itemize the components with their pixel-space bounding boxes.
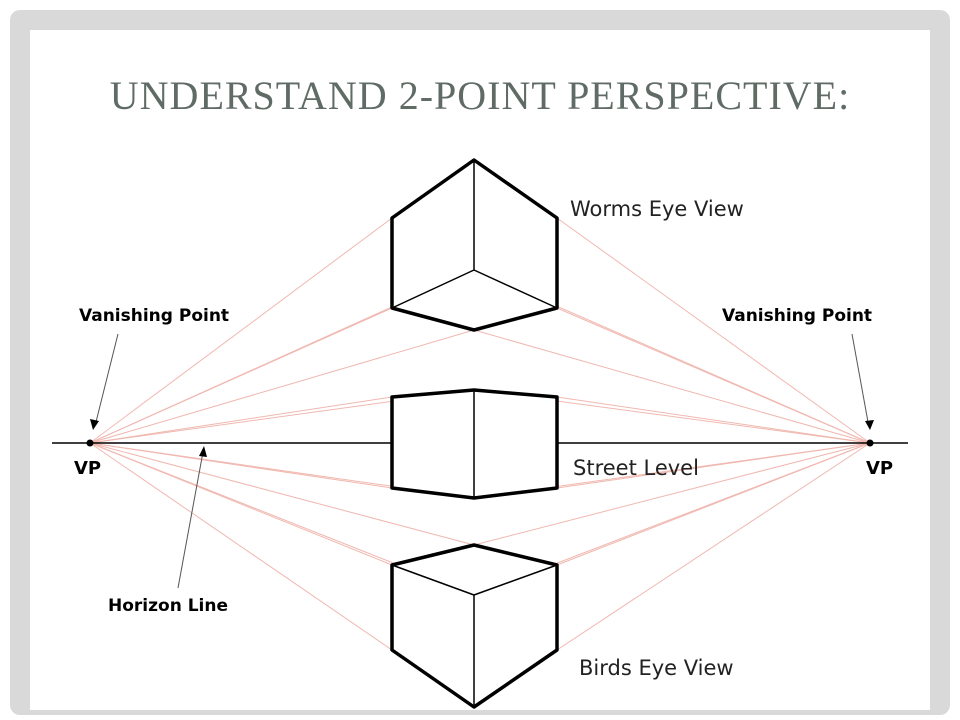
street-level-label: Street Level (573, 456, 699, 480)
vanishing-point-left-label: Vanishing Point (79, 306, 229, 326)
right-vp-arrowhead (865, 420, 874, 430)
right-vp-arrow-line (851, 333, 869, 423)
birds-eye-cube (390, 543, 559, 709)
arrow-heads (90, 419, 874, 457)
horizon-arrowhead (199, 446, 207, 457)
street-level-cube (390, 388, 559, 500)
horizon-line-label: Horizon Line (108, 596, 228, 616)
annotation-arrows (95, 333, 869, 589)
vanishing-point-right-label: Vanishing Point (722, 306, 872, 326)
vp-left-label: VP (74, 458, 101, 479)
title-band (30, 30, 930, 165)
worms-eye-label: Worms Eye View (570, 197, 744, 221)
right-vanishing-point (866, 439, 874, 447)
birds-eye-label: Birds Eye View (579, 656, 734, 680)
left-vp-arrowhead (90, 419, 99, 430)
left-vanishing-point (86, 439, 94, 447)
left-vp-arrow-line (95, 333, 119, 423)
worms-eye-cube (390, 158, 559, 332)
slide-title: UNDERSTAND 2-POINT PERSPECTIVE: (109, 73, 851, 118)
horizon-arrow-line (177, 451, 204, 589)
vp-right-label: VP (866, 458, 893, 479)
